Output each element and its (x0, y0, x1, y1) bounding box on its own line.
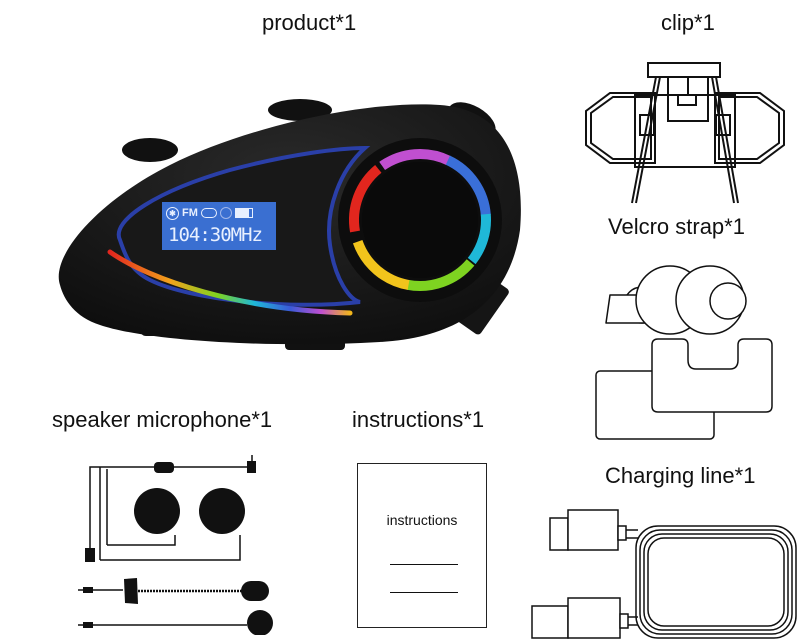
charging-line-image (530, 500, 800, 640)
lcd-frequency: 104:30MHz (168, 224, 263, 246)
instructions-booklet: instructions (357, 463, 487, 628)
velcro-strap-image (590, 265, 780, 445)
fm-label: FM (182, 207, 198, 219)
clip-spring-right (711, 76, 739, 204)
velcro-dot (709, 282, 747, 320)
rgb-ring (349, 148, 492, 291)
cable-connector (85, 548, 95, 562)
phone-icon (219, 207, 232, 219)
inline-control (154, 462, 174, 473)
speaker-cable (89, 466, 155, 550)
product-image: ✱ FM 104:30MHz (40, 80, 540, 360)
clip-label: clip*1 (661, 10, 715, 35)
speaker-left (134, 488, 180, 534)
charging-line-label: Charging line*1 (605, 463, 756, 488)
clip-image (580, 55, 790, 205)
plug-icon (247, 461, 256, 473)
speaker-right (199, 488, 245, 534)
boom-mic-head (241, 581, 269, 601)
wired-mic-head (247, 610, 273, 635)
battery-icon (234, 208, 253, 218)
button (122, 138, 178, 162)
lcd-screen (162, 202, 276, 250)
clip-spring-left (631, 76, 661, 204)
booklet-line (390, 564, 458, 565)
clip-frame (585, 92, 656, 164)
usb-c-plug (549, 517, 569, 551)
product-label: product*1 (262, 10, 357, 35)
velcro-strap-label: Velcro strap*1 (608, 214, 745, 239)
boom-mic-clamp (124, 578, 138, 604)
booklet-title: instructions (386, 512, 458, 528)
usb-a-plug (531, 605, 569, 639)
lcd-status-row: ✱ FM (166, 204, 274, 222)
speaker-microphone-image (75, 455, 275, 635)
instructions-label: instructions*1 (352, 407, 485, 432)
velcro-pad (651, 338, 773, 413)
control-dial (362, 162, 478, 278)
rgb-light-strip (107, 249, 353, 316)
speaker-microphone-label: speaker microphone*1 (52, 407, 273, 432)
booklet-line (390, 592, 458, 593)
button (268, 99, 332, 121)
bluetooth-icon: ✱ (166, 206, 179, 220)
link-icon (200, 208, 217, 218)
